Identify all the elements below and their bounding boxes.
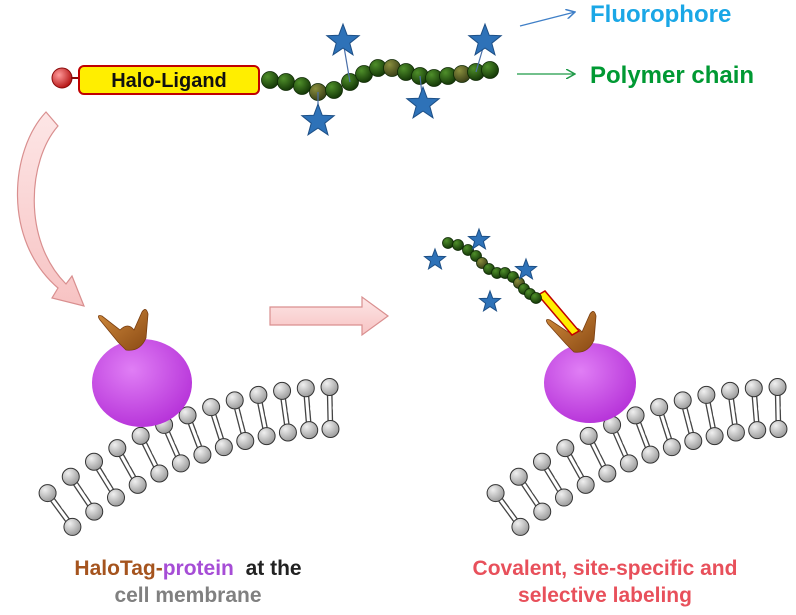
phospholipid-icon xyxy=(249,385,276,446)
caption-covalent: Covalent, site-specific and xyxy=(472,557,738,580)
arrow-right-icon xyxy=(269,295,390,337)
phospholipid-icon xyxy=(603,415,638,473)
halo-ligand-label: Halo-Ligand xyxy=(111,70,227,92)
phospholipid-icon xyxy=(744,379,767,440)
star-icon xyxy=(325,22,361,56)
protein-blob xyxy=(92,339,192,427)
halotag-protein-left xyxy=(92,309,192,427)
phospholipid-icon xyxy=(486,484,530,536)
phospholipid-icon xyxy=(650,398,681,457)
phospholipid-icon xyxy=(61,467,104,521)
phospholipid-icon xyxy=(296,379,319,440)
halo-ligand-construct: Halo-Ligand xyxy=(51,22,503,136)
bound-halo-ligand xyxy=(536,290,581,336)
bead-icon xyxy=(442,237,454,249)
caption-dash: - xyxy=(155,557,163,580)
labeled-protein-right xyxy=(423,227,636,423)
caption-halotag: HaloTag xyxy=(74,557,156,580)
phospholipid-icon xyxy=(178,406,212,464)
star-icon xyxy=(405,85,441,119)
caption-left: HaloTag-protein at the cell membrane xyxy=(18,555,358,609)
phospholipid-icon xyxy=(155,415,190,473)
caption-selective-labeling: selective labeling xyxy=(518,584,692,607)
caption-right: Covalent, site-specific and selective la… xyxy=(420,555,790,609)
phospholipid-icon xyxy=(85,452,125,507)
phospholipid-icon xyxy=(673,391,703,450)
star-icon xyxy=(478,289,502,313)
bead-icon xyxy=(462,244,474,256)
caption-cell-membrane: cell membrane xyxy=(114,584,262,607)
ligand-end-sphere-icon xyxy=(51,67,73,89)
phospholipid-icon xyxy=(721,381,745,442)
phospholipid-icon xyxy=(626,406,660,464)
star-icon xyxy=(467,227,491,251)
phospholipid-icon xyxy=(225,391,255,450)
bead-icon xyxy=(325,81,343,99)
phospholipid-icon xyxy=(579,426,617,483)
bead-icon xyxy=(277,73,295,91)
polymer-chain-right xyxy=(442,237,542,304)
phospholipid-icon xyxy=(533,452,573,507)
fluorophore-pointer-arrow xyxy=(519,12,575,27)
phospholipid-icon xyxy=(556,439,595,494)
star-icon xyxy=(467,22,503,56)
star-icon xyxy=(514,257,538,281)
fluorophore-stars-right xyxy=(423,227,538,313)
protein-blob xyxy=(544,343,636,423)
phospholipid-icon xyxy=(697,385,724,446)
bead-icon xyxy=(261,71,279,89)
star-icon xyxy=(423,247,447,271)
fluorophore-stars-top xyxy=(300,22,503,136)
phospholipid-icon xyxy=(202,398,233,457)
phospholipid-icon xyxy=(509,467,552,521)
halo-ligand-box xyxy=(78,65,260,95)
cell-membrane-right xyxy=(486,378,788,536)
bead-icon xyxy=(481,61,499,79)
bead-icon xyxy=(293,77,311,95)
polymer-chain-top xyxy=(261,59,499,101)
bead-icon xyxy=(530,292,542,304)
phospholipid-icon xyxy=(768,378,788,438)
curved-arrow-icon xyxy=(16,111,85,307)
star-icon xyxy=(300,102,336,136)
fluorophore-label: Fluorophore xyxy=(590,1,731,28)
caption-at-the: at the xyxy=(245,557,302,580)
bead-icon xyxy=(452,239,464,251)
cell-membrane-left xyxy=(38,378,340,536)
caption-protein: protein xyxy=(162,557,234,580)
phospholipid-icon xyxy=(38,484,82,536)
halotag-icon xyxy=(98,309,149,351)
phospholipid-icon xyxy=(273,381,297,442)
phospholipid-icon xyxy=(108,439,147,494)
phospholipid-icon xyxy=(131,426,169,483)
phospholipid-icon xyxy=(320,378,340,438)
polymer-chain-label: Polymer chain xyxy=(590,62,754,89)
